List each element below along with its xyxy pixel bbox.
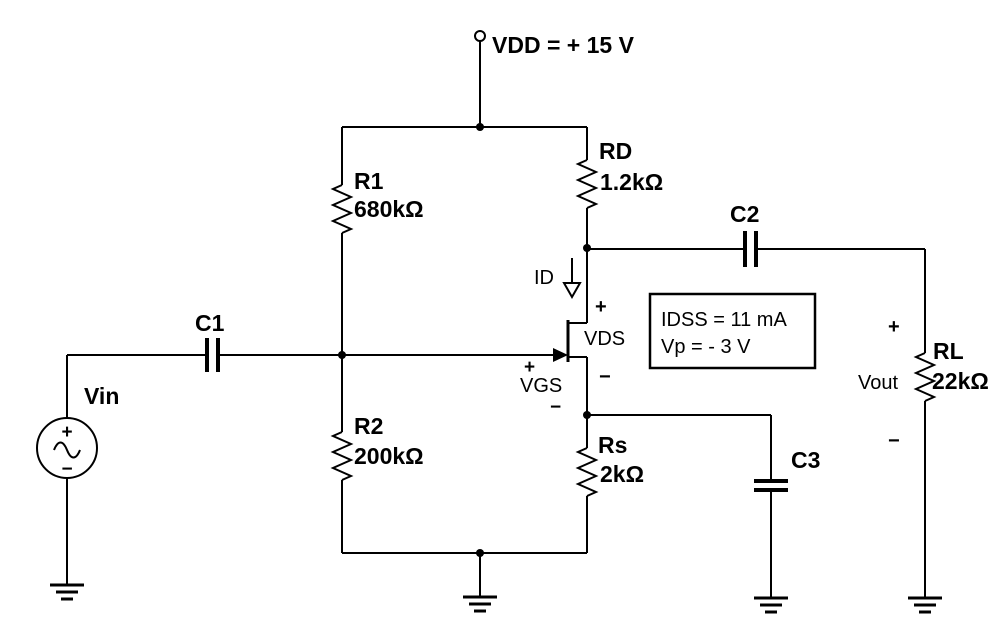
- r2-value: 200kΩ: [354, 443, 424, 469]
- junction-dot: [476, 549, 484, 557]
- drain-current-arrow-icon: [562, 258, 582, 300]
- junction-dot: [583, 411, 591, 419]
- resistor-r1: [330, 184, 354, 234]
- vin-ac-source: + −: [36, 417, 98, 480]
- vgs-label: VGS: [520, 375, 562, 397]
- vds-minus-sign: −: [599, 366, 611, 388]
- vgs-plus-sign: +: [524, 357, 535, 378]
- vds-plus-sign: +: [595, 296, 607, 318]
- vdd-label: VDD = + 15 V: [492, 32, 635, 58]
- resistor-rl: [913, 352, 937, 402]
- rd-value: 1.2kΩ: [600, 169, 663, 195]
- junction-dot: [583, 244, 591, 252]
- r1-value: 680kΩ: [354, 196, 424, 222]
- junction-dot: [338, 351, 346, 359]
- ground-icon: [908, 596, 942, 614]
- c1-ref: C1: [195, 310, 225, 336]
- wires: [66, 41, 926, 598]
- gate-arrow-icon: [553, 348, 568, 362]
- vin-minus-sign: −: [61, 459, 72, 480]
- rs-ref: Rs: [598, 432, 627, 458]
- vout-label: Vout: [858, 372, 898, 394]
- capacitor-c2: [743, 231, 758, 267]
- r1-ref: R1: [354, 168, 384, 194]
- rd-ref: RD: [599, 138, 632, 164]
- junction-dot: [476, 123, 484, 131]
- vgs-minus-sign: −: [550, 397, 561, 418]
- resistor-r2: [330, 431, 354, 481]
- rl-value: 22kΩ: [932, 368, 989, 394]
- r2-ref: R2: [354, 413, 383, 439]
- spec-box: IDSS = 11 mA Vp = - 3 V: [648, 292, 817, 370]
- capacitor-c1: [205, 338, 220, 372]
- vdd-terminal: [474, 30, 486, 42]
- ground-icon: [463, 595, 497, 613]
- vin-plus-sign: +: [61, 422, 72, 443]
- c3-ref: C3: [791, 447, 820, 473]
- id-label: ID: [534, 267, 554, 289]
- vout-minus-sign: −: [888, 430, 900, 452]
- capacitor-c3: [754, 479, 788, 492]
- sine-wave-icon: [53, 441, 81, 459]
- rl-ref: RL: [933, 338, 964, 364]
- spec-vp: Vp = - 3 V: [661, 336, 751, 358]
- resistor-rs: [575, 447, 599, 497]
- resistor-rd: [575, 159, 599, 209]
- ground-icon: [50, 583, 84, 601]
- ground-icon: [754, 596, 788, 614]
- c2-ref: C2: [730, 201, 759, 227]
- jfet-transistor: [342, 320, 587, 362]
- vds-label: VDS: [584, 328, 625, 350]
- vin-label: Vin: [84, 383, 119, 409]
- spec-idss: IDSS = 11 mA: [661, 309, 787, 331]
- vout-plus-sign: +: [888, 316, 900, 338]
- rs-value: 2kΩ: [600, 461, 644, 487]
